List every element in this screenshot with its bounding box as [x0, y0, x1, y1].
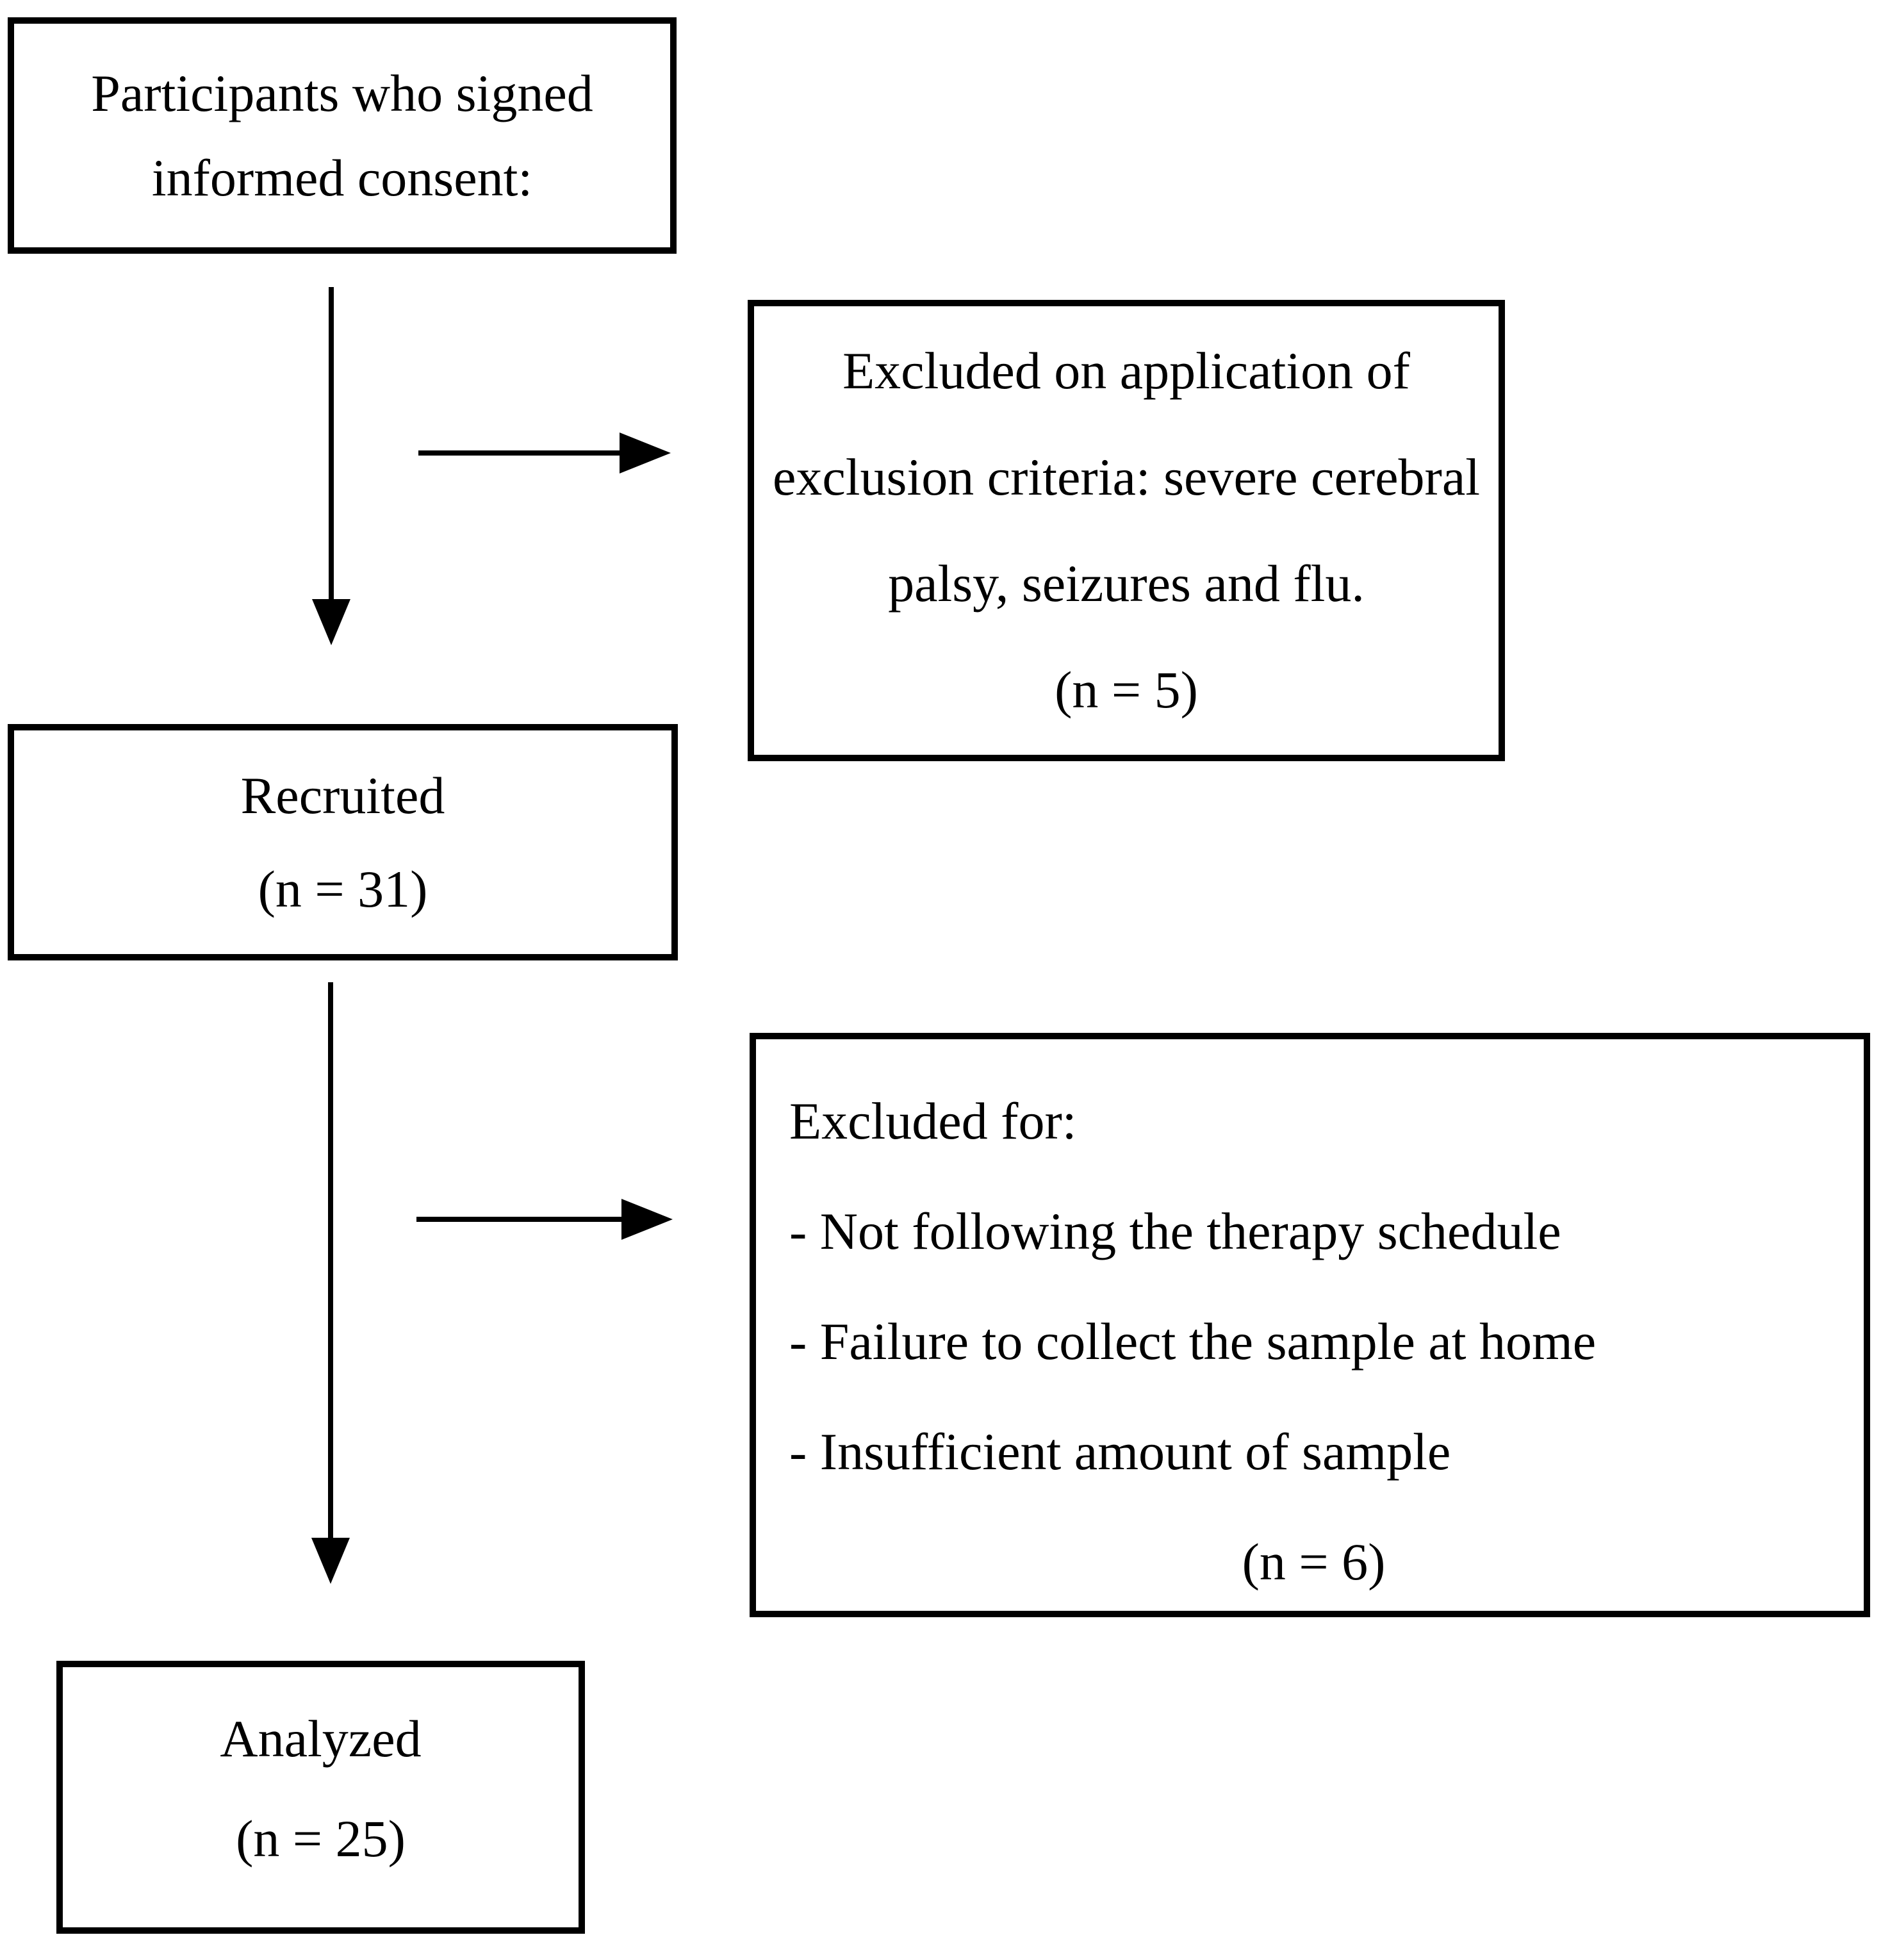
box-participants-consent-line-2: informed consent: [151, 148, 533, 207]
arrow-to-excluded-for-shaft [416, 1217, 621, 1222]
arrow-recruited-to-analyzed-arrowhead-icon [311, 1538, 350, 1584]
box-excluded-criteria-line-2: exclusion criteria: severe cerebral [772, 448, 1481, 506]
box-excluded-criteria-line-1: Excluded on application of [842, 342, 1410, 400]
box-excluded-for-item-3: - Insufficient amount of sample [789, 1422, 1451, 1481]
arrow-recruited-to-analyzed-shaft [328, 982, 333, 1538]
box-recruited-count: (n = 31) [258, 859, 428, 918]
box-excluded-for-count: (n = 6) [1242, 1533, 1386, 1591]
box-recruited: Recruited (n = 31) [8, 724, 678, 960]
arrow-to-excluded-criteria-arrowhead-icon [620, 432, 671, 474]
box-analyzed-label: Analyzed [220, 1709, 422, 1768]
box-excluded-for-item-1: - Not following the therapy schedule [789, 1202, 1561, 1260]
box-analyzed-count: (n = 25) [236, 1809, 406, 1868]
box-excluded-criteria-count: (n = 5) [1055, 661, 1198, 719]
box-participants-consent: Participants who signed informed consent… [8, 17, 677, 254]
box-recruited-label: Recruited [240, 766, 445, 825]
arrow-consent-to-recruited-shaft [329, 287, 334, 599]
arrow-consent-to-recruited-arrowhead-icon [312, 599, 350, 645]
box-analyzed: Analyzed (n = 25) [56, 1661, 585, 1934]
box-excluded-for-item-2: - Failure to collect the sample at home [789, 1312, 1597, 1371]
box-excluded-for: Excluded for: - Not following the therap… [750, 1033, 1870, 1617]
box-excluded-criteria-line-3: palsy, seizures and flu. [888, 554, 1365, 613]
box-participants-consent-line-1: Participants who signed [91, 63, 593, 122]
box-excluded-for-heading: Excluded for: [789, 1092, 1077, 1150]
box-excluded-criteria: Excluded on application of exclusion cri… [748, 300, 1505, 761]
arrow-to-excluded-for-arrowhead-icon [621, 1199, 673, 1240]
arrow-to-excluded-criteria-shaft [418, 450, 620, 456]
